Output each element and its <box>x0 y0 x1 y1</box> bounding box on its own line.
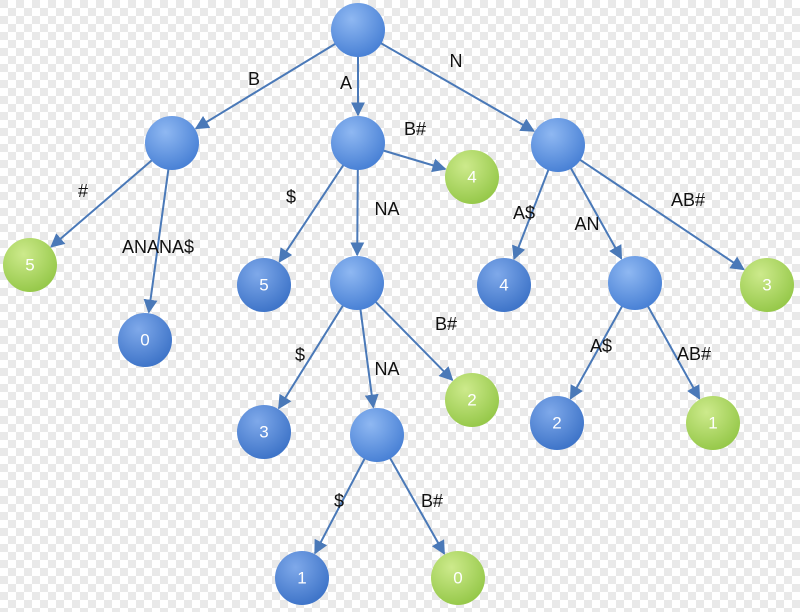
edge-label-ana-anana: NA <box>374 359 399 379</box>
node-circle-b_anana <box>118 313 172 367</box>
edge-root-b <box>194 42 338 130</box>
node-nan_abhash: 1 <box>686 396 740 450</box>
node-circle-a_dollar <box>237 258 291 312</box>
node-circle-nan_adollar <box>530 396 584 450</box>
edge-a-ana <box>350 167 365 257</box>
edge-a-a_dollar <box>278 163 346 263</box>
edge-nan-nan_abhash <box>646 304 701 400</box>
edge-root-n <box>379 41 535 132</box>
edge-label-nan-nan_abhash: AB# <box>677 344 711 364</box>
edge-label-n-nan: AN <box>574 214 599 234</box>
edge-label-root-n: N <box>450 51 463 71</box>
node-n_adollar: 4 <box>477 258 531 312</box>
node-circle-a <box>331 116 385 170</box>
node-label-b_anana: 0 <box>140 330 149 349</box>
edge-label-a-ana: NA <box>374 199 399 219</box>
node-ana_dollar: 3 <box>237 405 291 459</box>
node-circle-nan <box>608 256 662 310</box>
edge-n-n_adollar <box>512 167 550 261</box>
node-circle-anana_dollar <box>275 551 329 605</box>
edge-ana-anana <box>359 307 379 409</box>
node-label-ana_dollar: 3 <box>259 422 268 441</box>
node-circle-b_hash <box>3 238 57 292</box>
node-label-a_dollar: 5 <box>259 275 268 294</box>
edge-label-root-a: A <box>340 73 352 93</box>
edge-anana-anana_bhash <box>388 456 446 555</box>
edge-a-a_bhash <box>381 149 447 173</box>
node-nan <box>608 256 662 310</box>
node-b_anana: 0 <box>118 313 172 367</box>
edge-label-ana-ana_dollar: $ <box>295 345 305 365</box>
node-label-nan_abhash: 1 <box>708 413 717 432</box>
edge-ana-ana_bhash <box>373 300 454 382</box>
edge-label-nan-nan_adollar: A$ <box>590 336 612 356</box>
node-circle-root <box>331 3 385 57</box>
node-ana_bhash: 2 <box>445 373 499 427</box>
node-label-anana_dollar: 1 <box>297 568 306 587</box>
edge-label-a-a_dollar: $ <box>286 187 296 207</box>
node-nan_adollar: 2 <box>530 396 584 450</box>
edge-label-n-n_adollar: A$ <box>513 203 535 223</box>
node-layer: 5 0 5 4 3 2 1 0 4 3 2 1 <box>3 3 794 605</box>
node-label-ana_bhash: 2 <box>467 390 476 409</box>
node-anana_dollar: 1 <box>275 551 329 605</box>
node-label-n_abhash: 3 <box>762 275 771 294</box>
node-ana <box>330 256 384 310</box>
node-circle-anana_bhash <box>431 551 485 605</box>
node-anana_bhash: 0 <box>431 551 485 605</box>
node-anana <box>350 408 404 462</box>
node-circle-anana <box>350 408 404 462</box>
edge-anana-anana_dollar <box>314 456 367 555</box>
node-circle-nan_abhash <box>686 396 740 450</box>
edge-n-nan <box>569 166 623 260</box>
node-label-nan_adollar: 2 <box>552 413 561 432</box>
node-a_dollar: 5 <box>237 258 291 312</box>
edge-label-b-b_hash: # <box>78 181 88 201</box>
edge-label-a-a_bhash: B# <box>404 119 426 139</box>
edge-n-n_abhash <box>578 158 745 271</box>
edge-nan-nan_adollar <box>569 304 624 400</box>
node-label-anana_bhash: 0 <box>453 568 462 587</box>
node-n_abhash: 3 <box>740 258 794 312</box>
edge-b-b_hash <box>50 158 154 248</box>
node-circle-a_bhash <box>445 150 499 204</box>
node-label-a_bhash: 4 <box>467 167 476 186</box>
edge-label-anana-anana_dollar: $ <box>334 491 344 511</box>
node-label-n_adollar: 4 <box>499 275 508 294</box>
edge-label-anana-anana_bhash: B# <box>421 491 443 511</box>
node-a_bhash: 4 <box>445 150 499 204</box>
node-b_hash: 5 <box>3 238 57 292</box>
node-circle-n_adollar <box>477 258 531 312</box>
edge-ana-ana_dollar <box>277 303 345 410</box>
node-circle-ana <box>330 256 384 310</box>
edge-label-root-b: B <box>248 69 260 89</box>
node-a <box>331 116 385 170</box>
node-circle-ana_dollar <box>237 405 291 459</box>
edge-layer <box>50 41 745 555</box>
node-circle-b <box>145 116 199 170</box>
node-label-b_hash: 5 <box>25 255 34 274</box>
node-circle-n <box>531 118 585 172</box>
node-circle-n_abhash <box>740 258 794 312</box>
node-n <box>531 118 585 172</box>
node-circle-ana_bhash <box>445 373 499 427</box>
edge-label-b-b_anana: ANANA$ <box>122 237 194 257</box>
edge-label-ana-ana_bhash: B# <box>435 314 457 334</box>
edge-b-b_anana <box>143 167 170 314</box>
edge-label-n-n_abhash: AB# <box>671 190 705 210</box>
node-root <box>331 3 385 57</box>
node-b <box>145 116 199 170</box>
